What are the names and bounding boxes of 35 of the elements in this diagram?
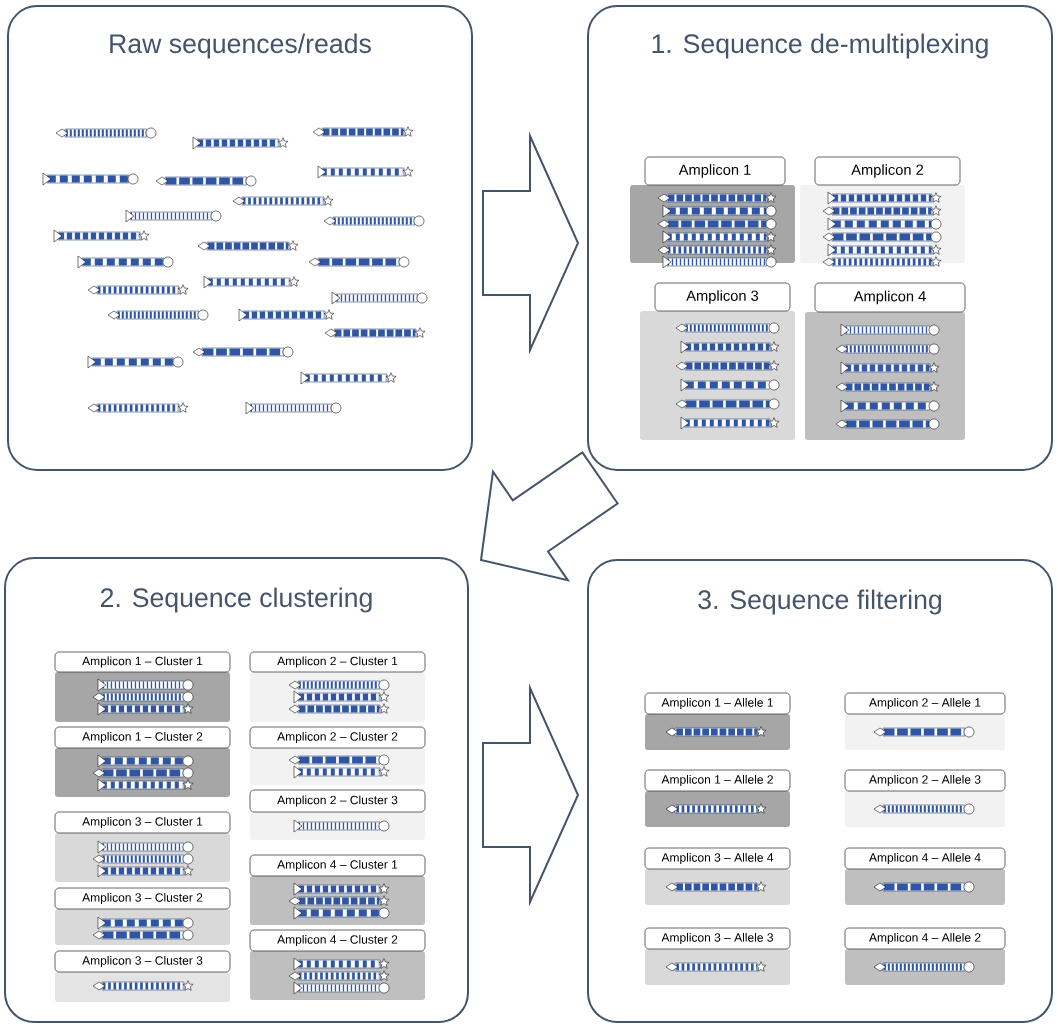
- group-box: Amplicon 2 – Allele 1: [844, 692, 1006, 750]
- node-label: Amplicon 2: [851, 164, 924, 178]
- node-label: Amplicon 2 – Allele 1: [869, 697, 981, 710]
- group-box: Amplicon 3 – Allele 3: [644, 927, 791, 985]
- node-label: Amplicon 2 – Cluster 1: [277, 656, 398, 668]
- node-label: Amplicon 2 – Cluster 3: [277, 795, 398, 807]
- node-label: Amplicon 4 – Allele 2: [869, 932, 981, 945]
- group-box: Amplicon 2 – Cluster 3: [249, 789, 426, 840]
- block-arrow: [482, 683, 580, 907]
- node-label: Amplicon 1 – Cluster 2: [82, 731, 203, 744]
- node-label: Amplicon 3 – Allele 3: [661, 932, 773, 945]
- node-label: Amplicon 2 – Cluster 2: [277, 731, 398, 744]
- group-box: Amplicon 1 – Allele 1: [644, 692, 791, 750]
- node-label: Amplicon 1 – Cluster 1: [82, 656, 203, 668]
- node-label: Amplicon 4: [853, 290, 926, 305]
- node-label: Amplicon 4 – Cluster 1: [277, 859, 398, 872]
- node-label: Amplicon 2 – Allele 3: [869, 774, 981, 787]
- node-label: Amplicon 3 – Cluster 3: [82, 955, 203, 968]
- group-box: Amplicon 4 – Allele 2: [844, 927, 1006, 985]
- node-label: Amplicon 3 – Cluster 2: [82, 892, 203, 905]
- node-label: Amplicon 4 – Cluster 2: [277, 934, 398, 947]
- block-arrow: [482, 131, 580, 355]
- group-box: Amplicon 2 – Allele 3: [844, 769, 1006, 827]
- group-box: Amplicon 3 – Cluster 3: [54, 950, 231, 1002]
- node-label: Amplicon 3 – Allele 4: [661, 852, 774, 865]
- node-label: Amplicon 1 – Allele 1: [661, 697, 773, 710]
- node-label: Amplicon 3 – Cluster 1: [82, 816, 203, 829]
- group-box: Amplicon 3 – Allele 4: [644, 847, 791, 905]
- group-box: Amplicon 4 – Allele 4: [844, 847, 1006, 905]
- node-label: Amplicon 4 – Allele 4: [869, 852, 981, 865]
- node-label: Amplicon 1: [678, 164, 751, 178]
- node-label: Amplicon 1 – Allele 2: [661, 774, 773, 787]
- node-label: Amplicon 3: [686, 290, 759, 304]
- block-arrow: [479, 451, 619, 582]
- group-box: Amplicon 1 – Allele 2: [644, 769, 791, 827]
